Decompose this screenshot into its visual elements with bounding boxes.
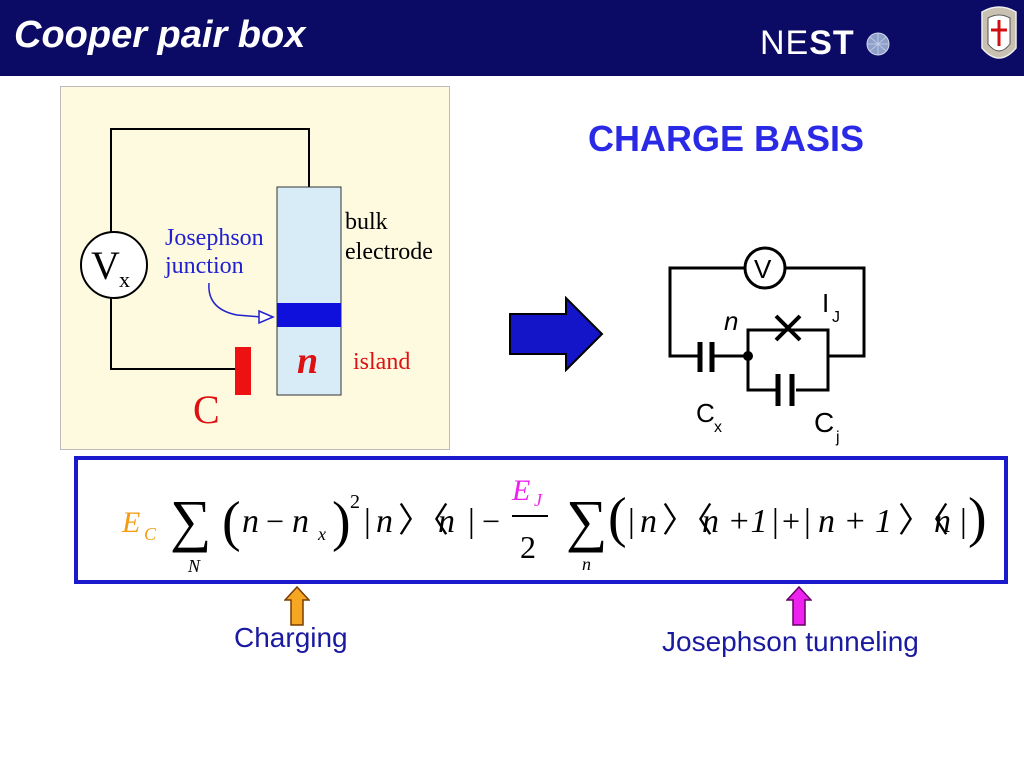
t1-n: n xyxy=(242,503,259,540)
voltmeter-circle xyxy=(80,231,148,299)
tunneling-label: Josephson tunneling xyxy=(662,626,919,657)
device-panel: V x Josephson junction bulk electrode n … xyxy=(60,86,450,450)
cap-x-sub: x xyxy=(714,419,722,436)
island-symbol: n xyxy=(297,340,318,382)
logo-text-bold: ST xyxy=(809,24,855,62)
paren-open-1: ( xyxy=(222,491,241,553)
ej-denominator: 2 xyxy=(520,529,536,565)
t1-bar-2: | xyxy=(468,503,475,540)
t2-bar-3: | xyxy=(804,503,811,540)
t1-angles: 〉〈 xyxy=(398,503,449,540)
paren-close-2: ) xyxy=(968,487,987,549)
meter-circle xyxy=(743,246,787,290)
paren-close-1: ) xyxy=(332,491,351,553)
t2-angles-2: 〉〈 xyxy=(898,503,949,540)
capacitor-cx xyxy=(697,342,715,372)
voltmeter-sub: x xyxy=(119,267,130,292)
t1-nx-sub: x xyxy=(317,524,326,544)
circuit-schematic: V n I J C x C j xyxy=(668,246,866,446)
junction-label-2: junction xyxy=(164,253,244,279)
t2-bar-2: | xyxy=(772,503,779,540)
capacitor-cj xyxy=(775,374,795,406)
bulk-label-1: bulk xyxy=(345,209,388,235)
sum-index-1: N xyxy=(187,556,201,576)
sum-symbol-2: ∑ xyxy=(566,488,607,553)
t2-ket-1: n xyxy=(640,503,657,540)
ec-symbol: E xyxy=(121,506,140,539)
minus-sign: − xyxy=(482,503,500,539)
t2-angles-1: 〉〈 xyxy=(662,503,713,540)
cap-j-sub: j xyxy=(835,429,840,446)
sum-index-2: n xyxy=(582,554,591,574)
capacitor-label: C xyxy=(193,387,220,432)
paren-open-2: ( xyxy=(608,487,627,549)
plus-sign: + xyxy=(782,503,800,539)
t2-bra-1: n +1 xyxy=(702,503,767,540)
hamiltonian-box: E C ∑ N ( n − n x ) 2 | n 〉〈 n | − E J 2… xyxy=(74,456,1008,584)
t1-ket: n xyxy=(376,503,393,540)
t2-ket-2: n + 1 xyxy=(818,503,892,540)
tunneling-arrow-icon xyxy=(786,586,812,626)
current-sub: J xyxy=(832,309,840,326)
top-wire xyxy=(110,128,310,267)
ec-sub: C xyxy=(144,524,157,544)
t1-minus: − xyxy=(266,503,284,539)
junction-label-1: Josephson xyxy=(165,225,264,251)
bottom-wire xyxy=(110,270,239,370)
charging-arrow-icon xyxy=(284,586,310,626)
voltmeter-label: V xyxy=(91,243,120,288)
ej-symbol: E xyxy=(511,474,530,507)
junction-pointer-head xyxy=(258,309,275,325)
bulk-electrode xyxy=(276,186,342,396)
current-label: I xyxy=(822,288,829,318)
ej-sub: J xyxy=(534,490,543,510)
t2-bar-1: | xyxy=(628,503,635,540)
capacitor-plate xyxy=(235,347,251,395)
slide-title: Cooper pair box xyxy=(14,14,306,56)
university-seal-icon xyxy=(981,6,1017,59)
header-bar: Cooper pair box NEST xyxy=(0,0,1024,76)
right-arrow-icon xyxy=(509,296,604,372)
junction-pointer xyxy=(208,282,262,318)
nest-logo: NEST xyxy=(760,24,891,63)
bulk-label-2: electrode xyxy=(345,239,433,265)
meter-label: V xyxy=(754,254,772,284)
device-sketch: V x Josephson junction bulk electrode n … xyxy=(80,128,433,432)
t1-nx: n xyxy=(292,503,309,540)
junction-cross xyxy=(774,314,802,342)
charge-basis-heading: CHARGE BASIS xyxy=(588,118,865,159)
node-label: n xyxy=(724,306,738,336)
josephson-junction-barrier xyxy=(277,303,341,327)
t1-power: 2 xyxy=(350,491,360,513)
t1-bar-1: | xyxy=(364,503,371,540)
t2-bar-4: | xyxy=(960,503,967,540)
t2-bra-2: n xyxy=(934,503,951,540)
cap-j-label: C xyxy=(814,407,834,438)
charging-label: Charging xyxy=(234,622,348,653)
hamiltonian-formula: E C ∑ N ( n − n x ) 2 | n 〉〈 n | − E J 2… xyxy=(121,474,987,576)
logo-text-thin: NE xyxy=(760,24,810,62)
logo-sphere-icon xyxy=(866,32,890,56)
island-label: island xyxy=(353,349,410,375)
t1-bra: n xyxy=(438,503,455,540)
sum-symbol-1: ∑ xyxy=(170,488,211,553)
cap-x-label: C xyxy=(696,398,715,428)
